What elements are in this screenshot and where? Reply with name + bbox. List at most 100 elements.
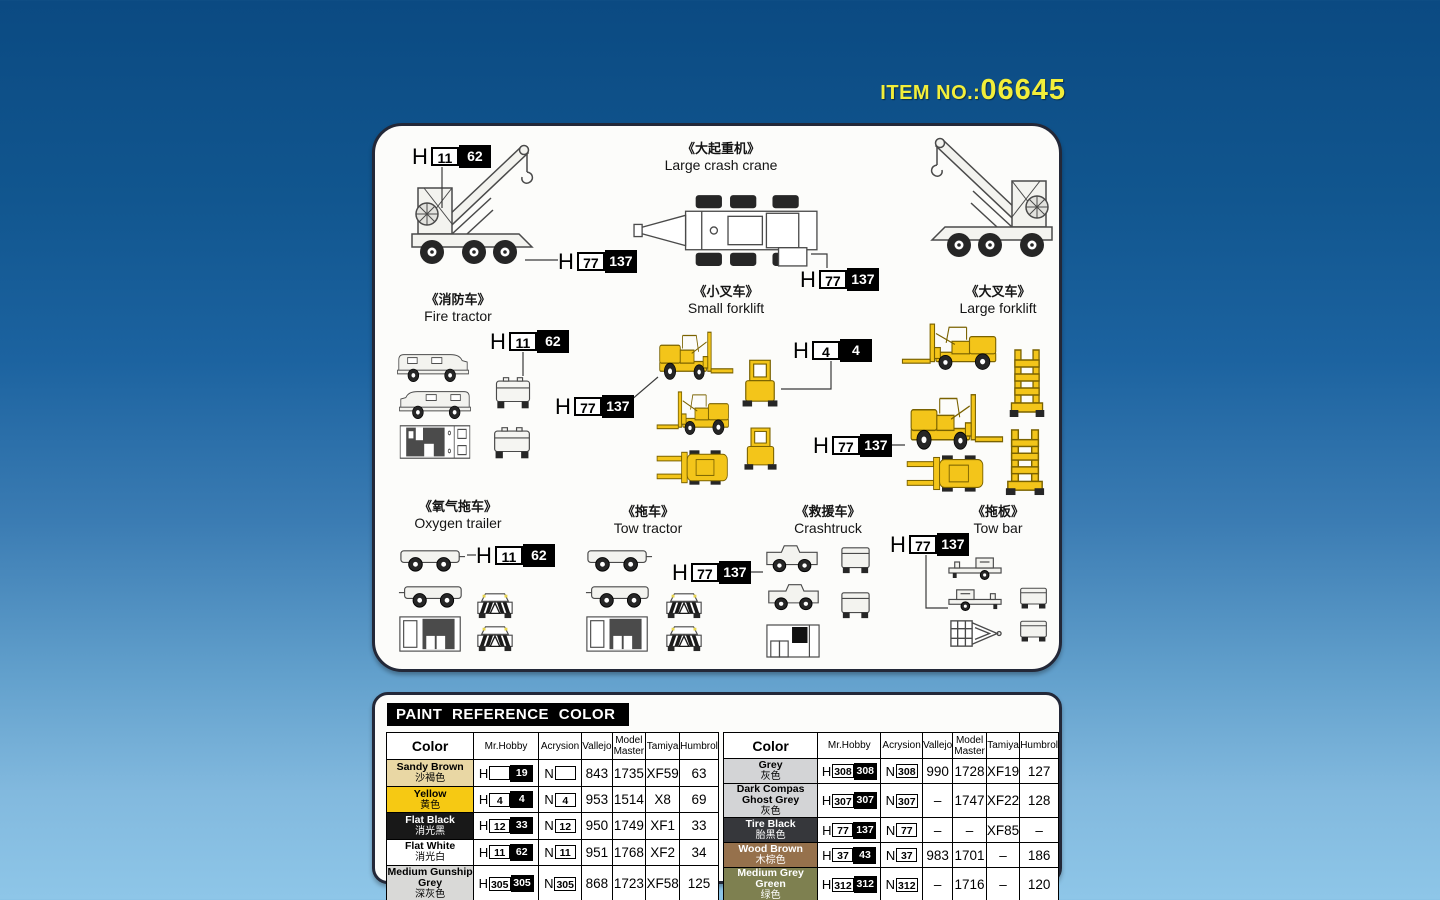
color-name: Wood Brown [738, 843, 803, 855]
item-number: ITEM NO.:06645 [850, 74, 1066, 107]
small-forklift-rear-view [741, 359, 779, 408]
tamiya-cell: XF2 [645, 838, 681, 867]
acrysion-code: 308 [896, 764, 918, 778]
color-name-zh: 深灰色 [415, 889, 446, 900]
mr-hobby-prefix: H [478, 765, 489, 781]
mr-hobby-prefix: H [478, 818, 489, 834]
mr-hobby-flat: 43 [853, 846, 877, 864]
color-name-zh: 消光白 [415, 852, 446, 864]
color-name: Flat White [405, 840, 456, 853]
tow-tractor-side-view-1 [587, 550, 653, 572]
model-master-cell: 1728 [952, 758, 987, 784]
acrysion-prefix: N [544, 818, 554, 834]
color-name-zh: 灰色 [760, 771, 781, 782]
label-zh: 《拖板》 [971, 504, 1025, 519]
color-swatch-cell: Flat Black 消光黑 [385, 812, 475, 840]
tow-bar-rear-view-1 [1020, 587, 1047, 610]
crashtruck-rear-view-1 [841, 547, 870, 574]
paint-table-left: Color Mr.Hobby Acrysion Vallejo Model Ma… [385, 731, 719, 900]
paint-callout-tow-bar: H 77 137 [890, 533, 969, 556]
paint-callout-crash-crane: H 11 62 [412, 145, 491, 168]
mr-hobby-prefix: H [478, 844, 489, 860]
color-name: Medium Gunship Grey [387, 866, 473, 890]
color-swatch-cell: Sandy Brown 沙褐色 [385, 759, 475, 787]
label-en: Crashtruck [794, 520, 862, 536]
model-master-cell: 1749 [611, 812, 647, 840]
humbrol-cell: 127 [1019, 758, 1059, 784]
color-name-zh: 灰色 [760, 806, 781, 817]
col-header-vallejo: Vallejo [581, 731, 613, 761]
vallejo-cell: 953 [581, 785, 613, 814]
col-header-acrysion: Acrysion [537, 731, 583, 761]
callout-prefix: H [412, 144, 428, 169]
label-en: Tow bar [973, 520, 1023, 536]
callout-flat-code: 4 [839, 339, 872, 362]
small-forklift-side-view-1 [659, 331, 734, 380]
paint-callout-large-forklift: H 77 137 [813, 434, 892, 457]
paint-callout-small-forklift-wheels: H 77 137 [555, 395, 634, 418]
acrysion-prefix: N [885, 793, 896, 808]
label-zh: 《大起重机》 [681, 141, 760, 156]
paint-callout-oxygen-trailer: H 11 62 [476, 544, 555, 567]
label-en: Large forklift [959, 300, 1037, 316]
model-master-cell: 1716 [952, 867, 987, 900]
crashtruck-side-view-1 [766, 545, 818, 573]
mr-hobby-flat: 305 [510, 875, 534, 893]
col-header-color: Color [385, 731, 475, 761]
item-number-label: ITEM NO.: [880, 82, 981, 104]
color-name: Dark Compas Ghost Grey [736, 783, 805, 806]
callout-prefix: H [800, 267, 816, 292]
humbrol-cell: 69 [679, 785, 719, 814]
mr-hobby-prefix: H [821, 877, 832, 892]
callout-prefix: H [813, 433, 829, 458]
mr-hobby-flat: 4 [510, 791, 534, 809]
tamiya-cell: – [985, 867, 1021, 900]
callout-gloss-code: 77 [576, 252, 605, 271]
callout-flat-code: 62 [536, 330, 569, 353]
callout-gloss-code: 11 [430, 147, 459, 166]
label-en: Fire tractor [424, 308, 492, 324]
callout-gloss-code: 4 [811, 341, 840, 360]
tamiya-cell: XF85 [985, 817, 1021, 843]
humbrol-cell: 128 [1019, 783, 1059, 818]
oxygen-trailer-side-view-1 [400, 550, 466, 572]
tow-tractor-rear-hazard-view-2 [666, 626, 702, 652]
tamiya-cell: XF59 [645, 759, 681, 787]
acrysion-code: 77 [896, 823, 918, 837]
large-forklift-rear-view [1005, 429, 1045, 496]
color-swatch-cell: Dark Compas Ghost Grey 灰色 [722, 783, 819, 818]
callout-flat-code: 137 [604, 250, 637, 273]
small-forklift-top-view [656, 449, 728, 486]
small-forklift-front-view [743, 427, 778, 471]
label-zh: 《拖车》 [621, 504, 674, 519]
mr-hobby-gloss: 12 [489, 818, 511, 833]
crash-crane-top-view [633, 194, 818, 267]
col-header-tamiya: Tamiya [985, 732, 1021, 759]
col-header-model-master: Model Master [952, 732, 987, 759]
col-header-humbrol: Humbrol [679, 731, 719, 761]
crashtruck-side-view-2 [768, 584, 819, 611]
acrysion-prefix: N [885, 763, 896, 779]
model-master-cell: – [952, 817, 987, 843]
mr-hobby-gloss: 312 [832, 877, 854, 892]
color-swatch-cell: Yellow 黄色 [385, 785, 475, 814]
callout-prefix: H [555, 394, 571, 419]
mr-hobby-gloss: 11 [489, 845, 511, 860]
paint-table-right: Color Mr.Hobby Acrysion Vallejo Model Ma… [722, 732, 1059, 900]
small-forklift-side-view-2 [656, 391, 729, 436]
acrysion-cell: N [537, 759, 583, 787]
callout-prefix: H [890, 532, 906, 557]
